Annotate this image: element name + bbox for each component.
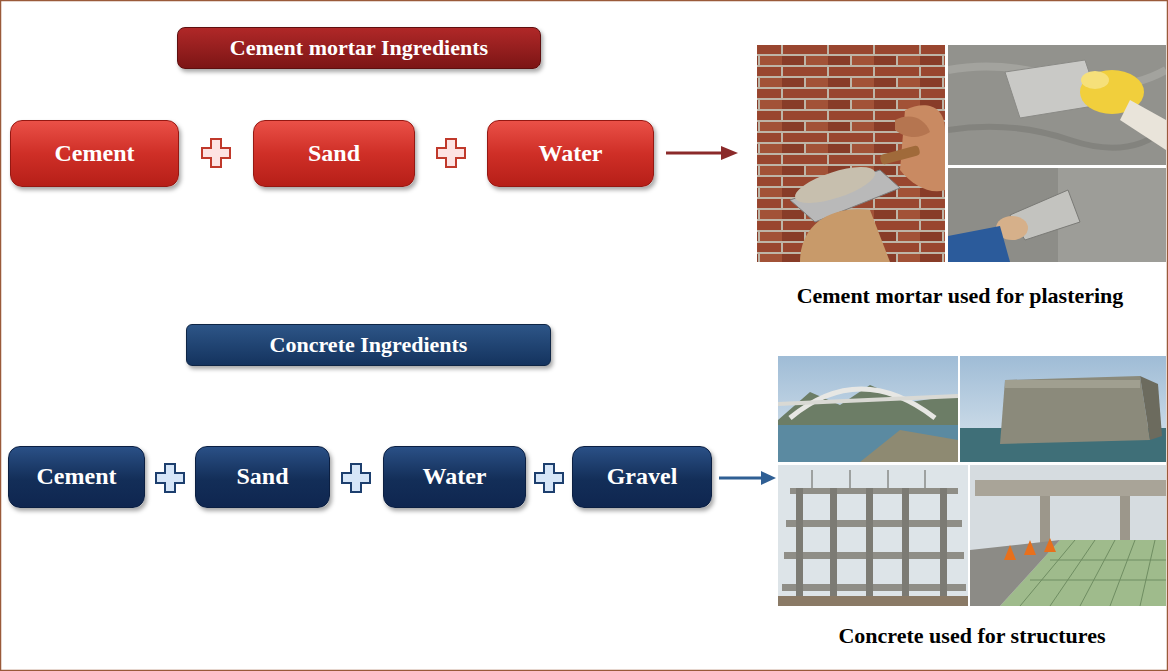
heading-box: Concrete Ingredients [186, 324, 551, 365]
building-frame-photo [812, 470, 925, 488]
result-arrow [719, 477, 764, 480]
box-label: Concrete Ingredients [270, 332, 468, 357]
bridge-photo [860, 430, 958, 462]
sea-fort-photo [960, 356, 1166, 462]
road-photo [970, 465, 1166, 606]
road-photo [975, 480, 1166, 496]
ingredient-box: Cement [8, 446, 145, 508]
road-photo [1040, 496, 1050, 546]
ingredient-box: Sand [195, 446, 330, 508]
road-photo [1050, 540, 1095, 606]
brick-photo [791, 160, 879, 211]
road-photo [1030, 580, 1166, 581]
plaster-photo [948, 127, 1166, 148]
building-frame-photo [796, 488, 803, 598]
sea-fort-photo [1140, 376, 1162, 440]
building-frame-photo [850, 470, 851, 488]
result-arrow [719, 471, 776, 485]
building-frame-photo [866, 488, 873, 598]
result-arrow [666, 152, 724, 155]
bridge-photo [778, 385, 958, 430]
box-label: Water [423, 463, 487, 491]
ingredient-box: Water [383, 446, 526, 508]
box-label: Cement [37, 463, 117, 491]
bridge-photo [778, 425, 958, 462]
road-photo [1110, 540, 1135, 606]
sea-fort-photo [960, 356, 1166, 462]
plus-symbol [156, 464, 184, 492]
road-photo [1140, 540, 1155, 606]
plaster-photo [948, 168, 1166, 262]
heading-box: Cement mortar Ingredients [177, 27, 541, 68]
box-label: Sand [236, 463, 288, 491]
bridge-photo [778, 356, 958, 462]
bridge-photo [778, 356, 958, 462]
building-frame-photo [888, 470, 889, 488]
brick-photo [879, 145, 920, 165]
sea-fort-photo [1005, 380, 1140, 388]
building-frame-photo [778, 465, 968, 606]
plaster-photo [1081, 71, 1109, 89]
building-frame-photo [925, 470, 926, 488]
bridge-photo [778, 396, 958, 404]
road-photo [970, 465, 1166, 606]
result-arrow [666, 146, 738, 160]
building-frame-photo [784, 552, 964, 559]
plaster-photo [948, 226, 1010, 262]
box-label: Cement [55, 140, 135, 168]
plaster-photo [948, 45, 1166, 165]
plus-symbol [202, 139, 465, 167]
road-photo [1044, 538, 1056, 552]
brick-photo [800, 209, 890, 262]
ingredient-box: Water [487, 120, 654, 187]
ingredient-box: Sand [253, 120, 415, 187]
road-photo [1120, 496, 1130, 546]
result-arrow [761, 471, 776, 485]
building-frame-photo [778, 596, 968, 606]
building-frame-photo [902, 488, 909, 598]
brick-photo [757, 45, 945, 262]
building-frame-photo [940, 488, 947, 598]
building-frame-photo [830, 488, 837, 598]
caption: Concrete used for structures [838, 623, 1105, 648]
building-frame-photo [790, 488, 958, 494]
plus-symbol [342, 464, 370, 492]
box-label: Water [539, 140, 603, 168]
road-photo [1050, 560, 1166, 561]
building-frame-photo [782, 584, 966, 591]
road-photo [1004, 545, 1016, 560]
road-photo [1024, 540, 1036, 555]
caption: Cement mortar used for plastering [797, 283, 1124, 308]
ingredient-box: Gravel [572, 446, 712, 508]
ingredient-box: Cement [10, 120, 179, 187]
box-label: Sand [308, 140, 360, 168]
plus-symbol [202, 139, 230, 167]
building-frame-photo [778, 465, 968, 606]
building-frame-photo [786, 520, 962, 527]
plaster-photo [1120, 100, 1166, 150]
plaster-photo [948, 45, 1166, 165]
box-label: Gravel [607, 463, 678, 491]
box-label: Cement mortar Ingredients [230, 35, 488, 60]
plus-symbol [535, 464, 563, 492]
brick-photo [895, 116, 930, 137]
building-frame-photo [812, 470, 813, 488]
road-photo [1004, 538, 1056, 560]
result-arrow [721, 146, 738, 160]
building-frame-photo [796, 488, 947, 598]
brick-photo [757, 45, 945, 262]
plus-symbol [437, 139, 465, 167]
road-photo [1080, 540, 1115, 606]
brick-photo [757, 45, 945, 262]
plaster-photo [948, 168, 1166, 262]
sea-fort-photo [1000, 376, 1150, 444]
